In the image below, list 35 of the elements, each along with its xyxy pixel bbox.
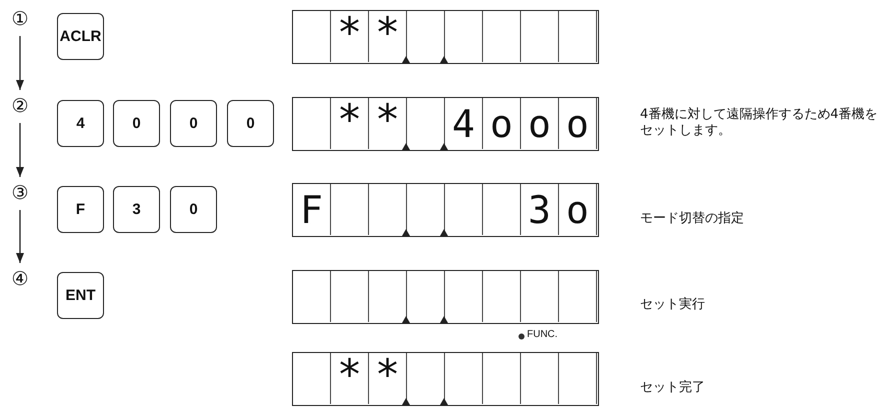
key-button: ENT: [57, 272, 104, 319]
step-number: ④: [7, 266, 33, 292]
step-number: ①: [7, 6, 33, 32]
key-button: 0: [170, 186, 217, 233]
display-cell: F: [293, 184, 331, 235]
arrow: [16, 123, 24, 177]
arrow: [16, 210, 24, 263]
display-cell: 3: [521, 184, 559, 235]
display-cell: o: [521, 98, 559, 149]
description-text: セット実行: [640, 297, 706, 313]
key-button: F: [57, 186, 104, 233]
key-button: ACLR: [57, 13, 104, 60]
step-number: ③: [7, 180, 33, 206]
key-button: 0: [170, 100, 217, 147]
arrow: [16, 36, 24, 90]
key-button: 4: [57, 100, 104, 147]
description-text: セット完了: [640, 380, 706, 396]
display-cell: o: [483, 98, 521, 149]
step-number: ②: [7, 93, 33, 119]
key-button: 0: [227, 100, 274, 147]
description-text: モード切替の指定: [640, 211, 745, 227]
key-button: 0: [113, 100, 160, 147]
lcd-display: [292, 97, 599, 151]
indicator-label: FUNC.: [527, 329, 558, 340]
key-button: 3: [113, 186, 160, 233]
display-cell: *: [331, 11, 369, 62]
display-cell: *: [331, 98, 369, 149]
lcd-display: [292, 270, 599, 324]
display-cell: o: [559, 98, 597, 149]
display-cell: o: [559, 184, 597, 235]
description-text: 4番機に対して遠隔操作するため4番機をセットします。: [640, 107, 879, 139]
lcd-display: [292, 352, 599, 406]
lcd-display: [292, 183, 599, 237]
display-cell: *: [331, 353, 369, 404]
lcd-display: [292, 10, 599, 64]
